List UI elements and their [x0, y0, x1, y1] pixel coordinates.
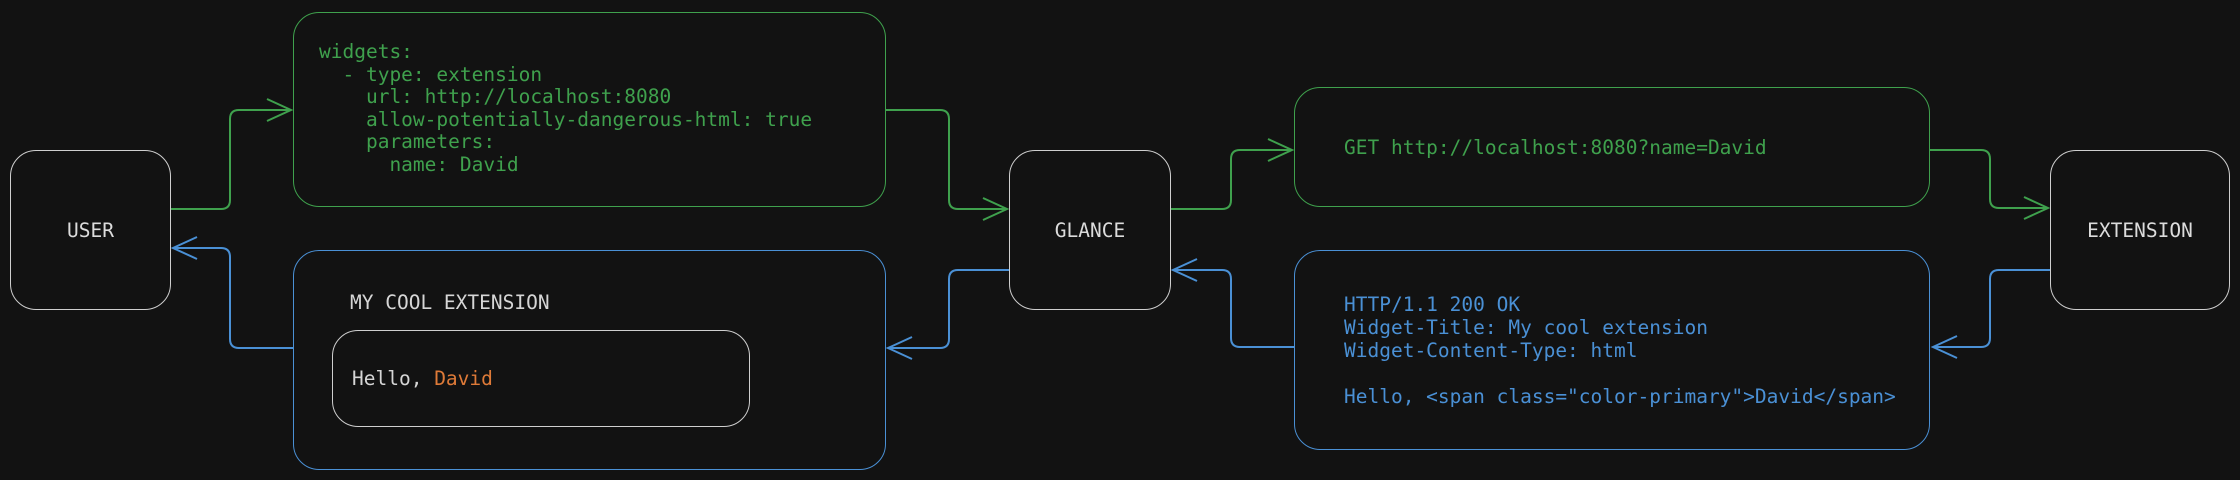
- connector-line: [886, 109, 1005, 210]
- greeting-name: David: [434, 367, 493, 390]
- connector-line: [890, 269, 1009, 349]
- widget-title: MY COOL EXTENSION: [350, 291, 550, 314]
- http-request-box: GET http://localhost:8080?name=David: [1294, 87, 1930, 207]
- connector-line: [1935, 269, 2050, 348]
- connector-glance-to-request: [1171, 138, 1295, 210]
- arrowhead-right-icon: [982, 197, 1010, 221]
- arrowhead-right-icon: [266, 98, 294, 122]
- config-yaml-box: widgets: - type: extension url: http://l…: [293, 12, 886, 207]
- arrowhead-right-icon: [1267, 138, 1295, 162]
- node-extension: EXTENSION: [2050, 150, 2230, 310]
- connector-request-to-extension: [1930, 149, 2051, 220]
- greeting-prefix: Hello,: [352, 367, 435, 390]
- connector-line: [1171, 149, 1290, 210]
- connector-line: [171, 109, 289, 210]
- connector-widget-to-user: [170, 236, 293, 349]
- connector-extension-to-response: [1930, 269, 2050, 359]
- widget-preview-box: MY COOL EXTENSION Hello, David: [293, 250, 886, 470]
- node-user: USER: [10, 150, 171, 310]
- arrowhead-left-icon: [1170, 258, 1198, 282]
- arrowhead-left-icon: [885, 336, 913, 360]
- node-glance-label: GLANCE: [1054, 218, 1126, 242]
- connector-response-to-glance: [1170, 258, 1294, 348]
- config-yaml-code: widgets: - type: extension url: http://l…: [319, 40, 813, 176]
- connector-line: [1175, 269, 1294, 348]
- arrowhead-right-icon: [2023, 196, 2051, 220]
- node-user-label: USER: [67, 218, 114, 242]
- connector-user-to-config: [171, 98, 294, 210]
- arrowhead-left-icon: [1930, 335, 1958, 359]
- node-extension-label: EXTENSION: [2087, 218, 2193, 242]
- http-response-code: HTTP/1.1 200 OK Widget-Title: My cool ex…: [1344, 293, 1896, 408]
- connector-glance-to-widget: [885, 269, 1009, 360]
- http-request-text: GET http://localhost:8080?name=David: [1344, 135, 1767, 159]
- arrowhead-left-icon: [170, 236, 198, 260]
- widget-greeting-box: Hello, David: [332, 330, 750, 427]
- connector-config-to-glance: [886, 109, 1010, 221]
- connector-line: [175, 247, 293, 349]
- http-response-box: HTTP/1.1 200 OK Widget-Title: My cool ex…: [1294, 250, 1930, 450]
- connector-line: [1930, 149, 2046, 209]
- node-glance: GLANCE: [1009, 150, 1171, 310]
